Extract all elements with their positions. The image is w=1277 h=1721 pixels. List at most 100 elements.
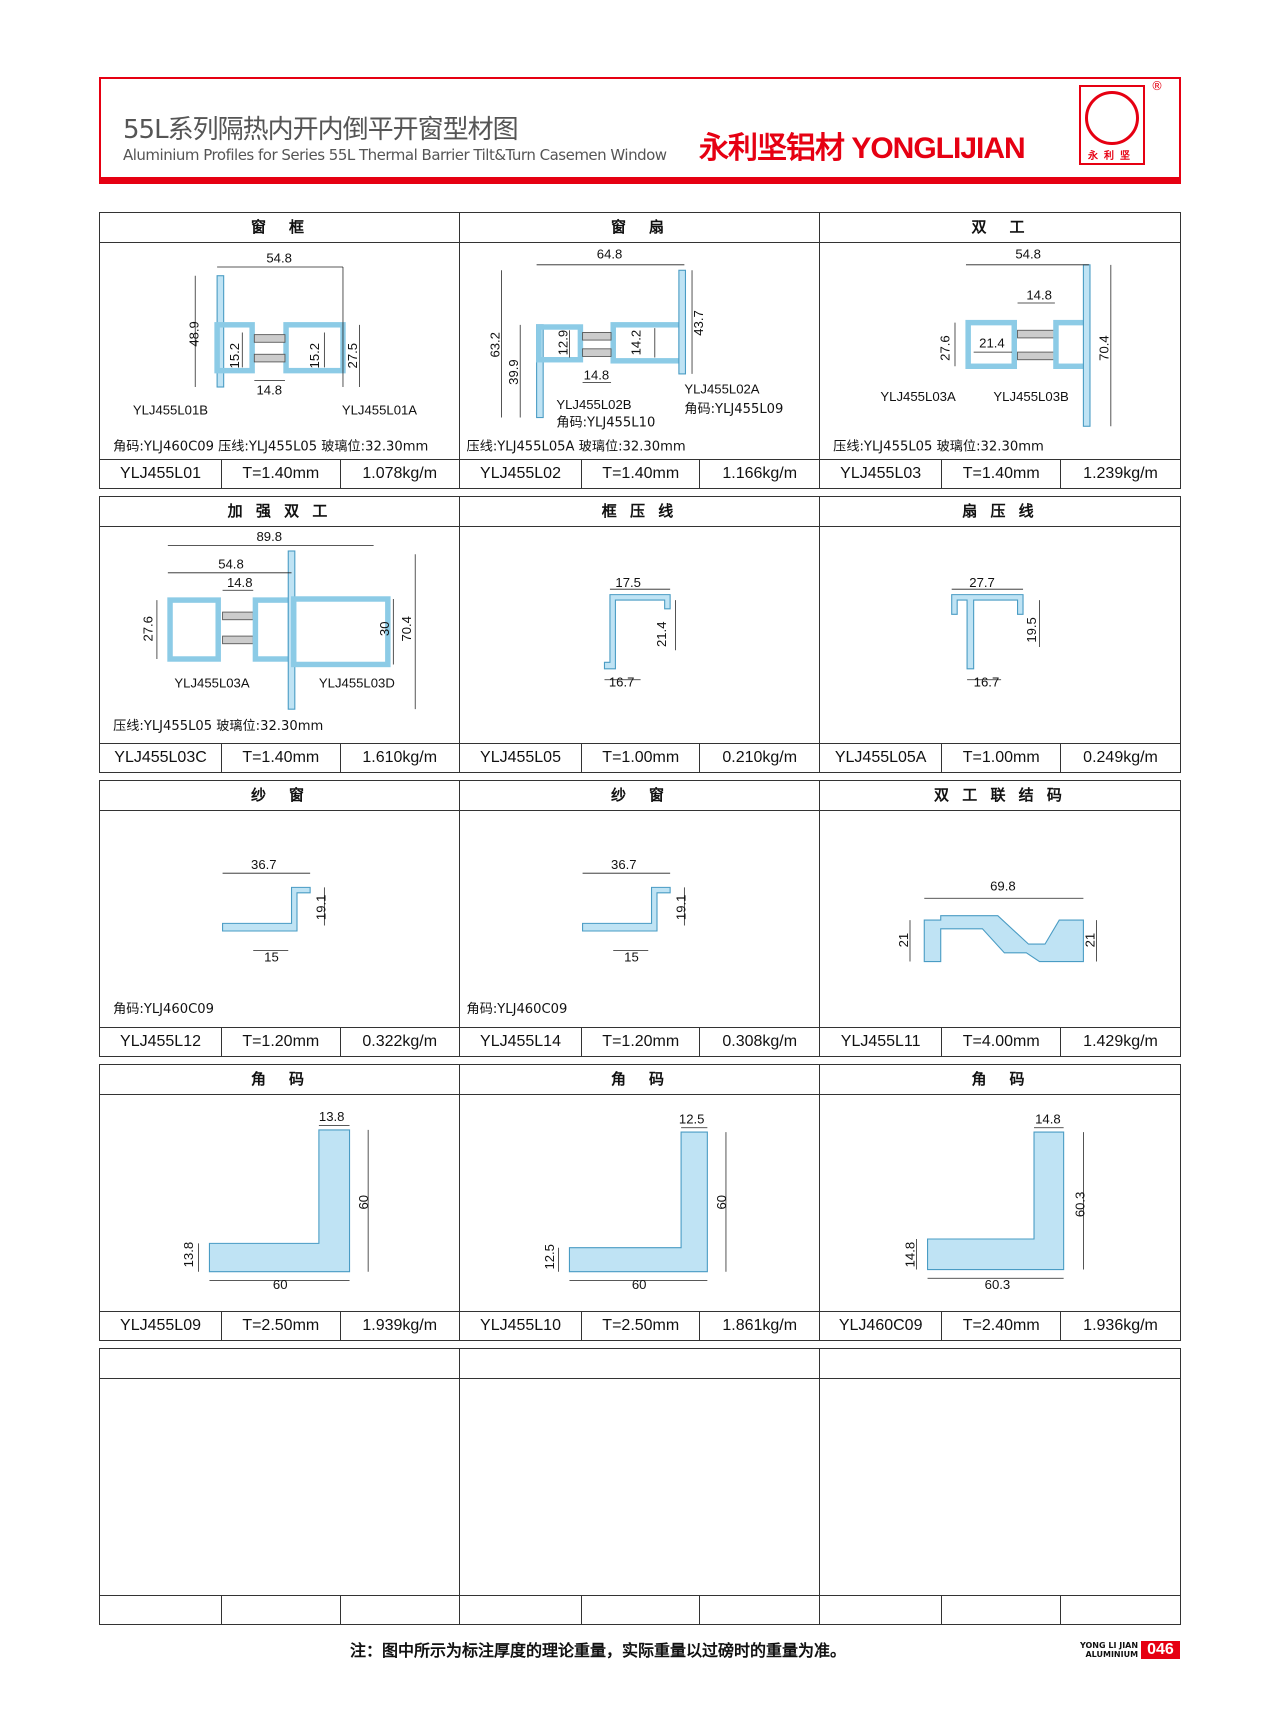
weight: 1.429kg/m — [1083, 1033, 1158, 1050]
dimension-label: 15.2 — [227, 343, 242, 368]
dimension-label: 15 — [624, 950, 639, 965]
dimension-line — [558, 1127, 727, 1281]
empty-cell — [100, 1349, 460, 1624]
dimension-line — [194, 266, 360, 387]
dimension-label: 27.7 — [969, 575, 995, 590]
thickness: T=1.20mm — [222, 1028, 341, 1056]
dimension-label: 21 — [1082, 933, 1097, 948]
profile-drawing: 14.8 60.3 14.8 60.3 — [819, 1095, 1180, 1312]
profile-code: YLJ455L11 — [820, 1028, 943, 1056]
profile-code: YLJ455L10 — [460, 1312, 583, 1340]
profile-shape — [582, 886, 671, 932]
cell-title: 双 工 — [819, 213, 1180, 243]
dimension-label: 12.5 — [679, 1111, 705, 1126]
cell-title: 扇 压 线 — [819, 497, 1180, 527]
profile-code: YLJ455L05A — [820, 744, 943, 772]
dimension-label: 16.7 — [609, 674, 635, 689]
profile-shape — [1017, 329, 1056, 339]
profile-shape — [222, 611, 254, 621]
cell-title: 纱 窗 — [459, 781, 819, 811]
dimension-line — [156, 545, 416, 710]
dimension-label: 14.8 — [227, 575, 253, 590]
profile-shape — [582, 348, 612, 357]
profile-shape — [253, 334, 286, 343]
dimension-line — [501, 264, 693, 418]
weight: 1.166kg/m — [722, 465, 798, 482]
note-text: 压线:YLJ455L05 玻璃位:32.30mm — [833, 438, 1044, 454]
dimension-label: 60 — [273, 1277, 288, 1292]
dimension-line — [604, 588, 676, 681]
dimension-label: YLJ455L01B — [133, 402, 208, 417]
weight: 1.239kg/m — [1083, 465, 1158, 482]
dimension-label: 21.4 — [979, 336, 1005, 351]
dimension-label: YLJ455L01A — [342, 402, 417, 417]
profile-code: YLJ455L05 — [460, 744, 583, 772]
profile-shape — [536, 324, 584, 363]
cell-title: 角 码 — [459, 1065, 819, 1095]
dimension-label: 21.4 — [654, 622, 669, 647]
thickness: T=1.40mm — [222, 744, 341, 772]
dimension-line — [954, 264, 1112, 427]
dimension-label: 16.7 — [974, 674, 1000, 689]
dimension-label: 17.5 — [615, 575, 641, 590]
profile-drawing: 54.8 48.9 15.2 15.2 27.5 14.8 YLJ455L01B… — [100, 243, 459, 460]
footer-note: 注：图中所示为标注厚度的理论重量，实际重量以过磅时的重量为准。 — [350, 1641, 847, 1660]
dimension-label: 54.8 — [266, 251, 292, 266]
dimension-label: 13.8 — [319, 1109, 345, 1124]
thickness: T=2.50mm — [582, 1312, 701, 1340]
profile-shape — [252, 597, 294, 662]
weight: 0.322kg/m — [362, 1033, 438, 1050]
logo-mark-icon — [1085, 91, 1139, 145]
profile-cell: 窗 扇 64.8 63.2 39.9 12.9 14.2 43.7 14.8 Y… — [459, 213, 820, 488]
profile-code: YLJ455L14 — [460, 1028, 583, 1056]
cell-title: 框 压 线 — [459, 497, 819, 527]
title-cn: 55L系列隔热内开内倒平开窗型材图 — [123, 115, 519, 145]
dimension-label: 64.8 — [597, 246, 623, 261]
dimension-label: 60 — [714, 1195, 729, 1210]
dimension-line — [222, 872, 325, 952]
logo-text: 永利坚 — [1088, 151, 1136, 162]
dimension-label: 14.8 — [1026, 288, 1052, 303]
profile-shape — [1082, 264, 1091, 427]
dimension-label: 36.7 — [611, 857, 637, 872]
dimension-label: 27.5 — [345, 343, 360, 368]
weight: 0.308kg/m — [722, 1033, 798, 1050]
dimension-label: 15.2 — [307, 343, 322, 368]
dimension-label: 39.9 — [506, 359, 521, 384]
thickness: T=1.20mm — [582, 1028, 701, 1056]
dimension-label: 63.2 — [487, 332, 502, 357]
profile-shape — [214, 322, 255, 374]
profile-cell: 加 强 双 工 89.8 54.8 14.8 27.6 30 70.4 YLJ4… — [100, 497, 460, 772]
profile-shape — [965, 319, 1017, 369]
profile-shape — [678, 269, 686, 375]
dimension-label: YLJ455L03A — [880, 389, 956, 404]
thickness: T=2.50mm — [222, 1312, 341, 1340]
profile-drawing: 36.7 19.1 15 角码:YLJ460C09 — [100, 811, 459, 1028]
cell-title: 双 工 联 结 码 — [819, 781, 1180, 811]
thickness: T=1.00mm — [942, 744, 1062, 772]
dimension-line — [951, 588, 1040, 681]
dimension-label: 13.8 — [181, 1242, 196, 1267]
dimension-label: 69.8 — [990, 879, 1016, 894]
profile-drawing: 27.7 19.5 16.7 — [819, 527, 1180, 744]
weight: 1.939kg/m — [362, 1317, 438, 1334]
profile-shape — [253, 353, 286, 363]
title-en: Aluminium Profiles for Series 55L Therma… — [123, 146, 667, 164]
dimension-label: 60.3 — [1072, 1192, 1087, 1217]
empty-cell — [819, 1349, 1180, 1624]
dimension-label: YLJ455L03A — [174, 675, 249, 690]
dimension-label: YLJ455L03D — [319, 675, 395, 690]
dimension-label: 14.2 — [629, 330, 644, 355]
note-text: 角码:YLJ455L09 — [684, 401, 783, 417]
weight: 1.861kg/m — [722, 1317, 798, 1334]
